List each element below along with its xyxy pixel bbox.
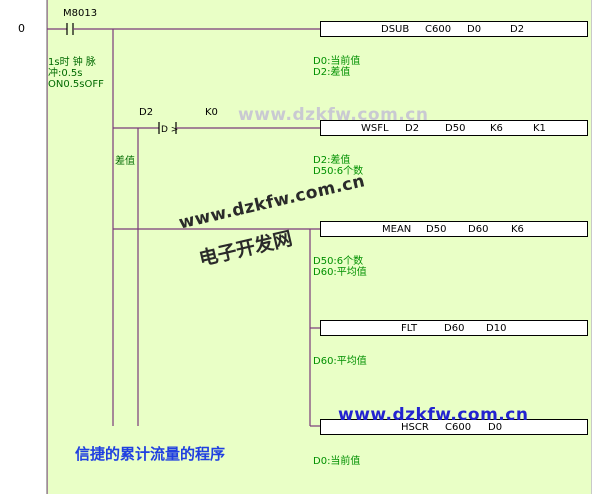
- right-edge: [591, 0, 596, 494]
- dsub-comment-2: D2:差值: [313, 67, 351, 78]
- instruction-dsub[interactable]: DSUB C600 D0 D2: [320, 21, 588, 37]
- instruction-wsfl[interactable]: WSFL D2 D50 K6 K1: [320, 120, 588, 136]
- step-number: 0: [18, 22, 25, 35]
- hscr-comment-1: D0:当前值: [313, 456, 361, 467]
- mean-comment-2: D60:平均值: [313, 267, 367, 278]
- instruction-flt[interactable]: FLT D60 D10: [320, 320, 588, 336]
- wsfl-comment-2: D50:6个数: [313, 166, 364, 177]
- instruction-mean[interactable]: MEAN D50 D60 K6: [320, 221, 588, 237]
- instruction-hscr[interactable]: HSCR C600 D0: [320, 419, 588, 435]
- diff-comment: 差值: [115, 156, 135, 167]
- pulse-comment-line3: ON0.5sOFF: [48, 79, 104, 90]
- step-number-gutter: 0: [0, 0, 47, 494]
- dsub-comment-1: D0:当前值: [313, 56, 361, 67]
- watermark-url-bottom: www.dzkfw.com.cn: [338, 405, 529, 425]
- contact-d2-label[interactable]: D2: [139, 107, 154, 118]
- pulse-comment-line1: 1s时 钟 脉: [48, 57, 96, 68]
- program-title: 信捷的累计流量的程序: [75, 445, 226, 463]
- watermark-url-top: www.dzkfw.com.cn: [238, 105, 429, 125]
- pulse-comment-line2: 冲:0.5s: [48, 68, 83, 79]
- ladder-wiring: D >: [47, 0, 320, 494]
- compare-symbol: D >: [161, 125, 178, 135]
- wsfl-comment-1: D2:差值: [313, 155, 351, 166]
- ladder-canvas[interactable]: D > M8013 D2 K0 1s时 钟 脉 冲:0.5s ON0.5sOFF…: [47, 0, 596, 494]
- contact-k0-label[interactable]: K0: [205, 107, 218, 118]
- flt-comment-1: D60:平均值: [313, 356, 367, 367]
- mean-comment-1: D50:6个数: [313, 256, 364, 267]
- contact-m8013-label[interactable]: M8013: [63, 8, 98, 19]
